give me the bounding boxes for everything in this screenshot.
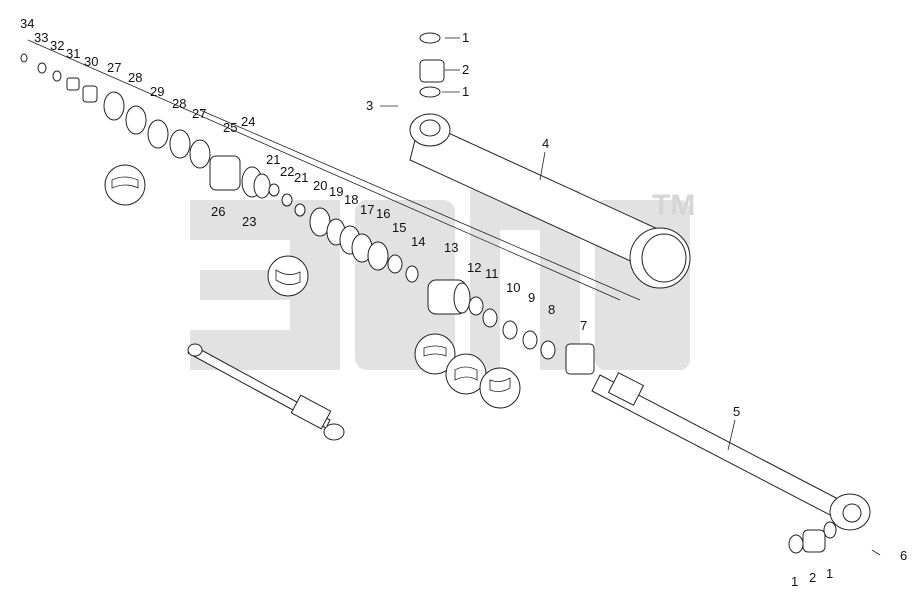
callout-1-top-b: 1 — [462, 84, 469, 99]
callout-31: 31 — [66, 46, 80, 61]
callout-19: 19 — [329, 184, 343, 199]
lock-nut — [565, 343, 595, 375]
callout-15: 15 — [392, 220, 406, 235]
callout-1-top-a: 1 — [462, 30, 469, 45]
callout-2-bottom: 2 — [809, 570, 816, 585]
callout-27a: 27 — [107, 60, 121, 75]
piston — [427, 279, 471, 315]
callout-1-bottom-a: 1 — [791, 574, 798, 589]
callout-29: 29 — [150, 84, 164, 99]
callout-26: 26 — [211, 204, 225, 219]
callout-11: 11 — [485, 266, 499, 281]
small-seal-parts — [20, 53, 211, 169]
callout-7: 7 — [580, 318, 587, 333]
assembly-axis-line — [27, 39, 621, 301]
callout-24: 24 — [241, 114, 255, 129]
callout-12: 12 — [467, 260, 481, 275]
callout-21a: 21 — [266, 152, 280, 167]
callout-10: 10 — [506, 280, 520, 295]
gland-assembly — [209, 155, 271, 199]
callout-28a: 28 — [128, 70, 142, 85]
callout-4: 4 — [542, 136, 549, 151]
callout-6: 6 — [900, 548, 907, 563]
callout-18: 18 — [344, 192, 358, 207]
callout-32: 32 — [50, 38, 64, 53]
assembly-axis-line-2 — [199, 109, 641, 301]
callout-28b: 28 — [172, 96, 186, 111]
assembled-cylinder-thumbnail — [187, 343, 345, 441]
piston-rod — [591, 372, 871, 531]
callout-1-bottom-b: 1 — [826, 566, 833, 581]
callout-33: 33 — [34, 30, 48, 45]
piston-seals — [268, 183, 419, 283]
callout-25: 25 — [223, 120, 237, 135]
cylinder-barrel — [409, 113, 691, 289]
callout-14: 14 — [411, 234, 425, 249]
callout-22: 22 — [280, 164, 294, 179]
piston-rings — [468, 296, 556, 360]
callout-27b: 27 — [192, 106, 206, 121]
callout-20: 20 — [313, 178, 327, 193]
callout-8: 8 — [548, 302, 555, 317]
callout-30: 30 — [84, 54, 98, 69]
callout-21b: 21 — [294, 170, 308, 185]
barrel-bushing — [419, 32, 445, 98]
callouts: 34 33 32 31 30 27 28 29 28 27 25 24 21 2… — [20, 16, 907, 589]
callout-5: 5 — [733, 404, 740, 419]
callout-9: 9 — [528, 290, 535, 305]
callout-23: 23 — [242, 214, 256, 229]
callout-16: 16 — [376, 206, 390, 221]
detail-circles — [104, 164, 521, 409]
callout-2-top: 2 — [462, 62, 469, 77]
callout-34: 34 — [20, 16, 34, 31]
callout-13: 13 — [444, 240, 458, 255]
trademark-text: TM — [652, 189, 695, 222]
leader-lines — [380, 37, 881, 556]
callout-17: 17 — [360, 202, 374, 217]
callout-3: 3 — [366, 98, 373, 113]
rod-end-bushing — [788, 521, 837, 554]
